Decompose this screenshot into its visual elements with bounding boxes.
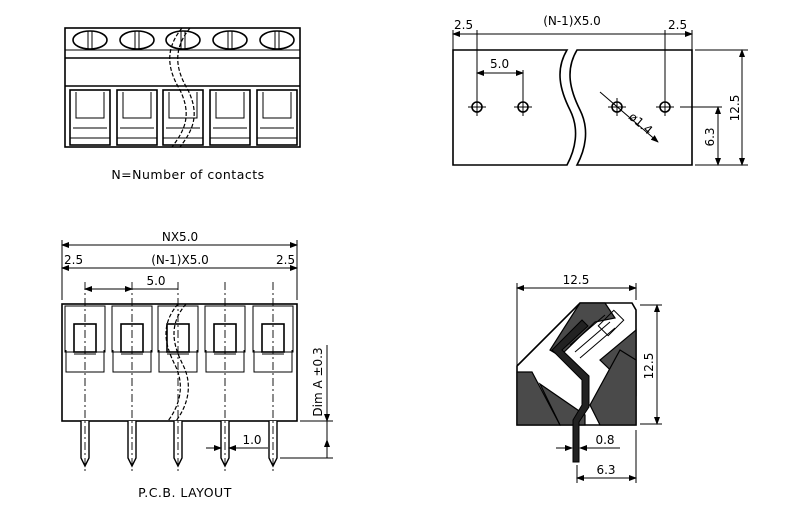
- dim-pin: 1.0: [242, 433, 261, 447]
- dim-left: 2.5: [64, 253, 83, 267]
- pcb-hole-view: 2.5 (N-1)X5.0 2.5 5.0 12.5 6.3 ø1.4: [452, 14, 748, 166]
- dim-pitch: 5.0: [490, 57, 509, 71]
- screw-head: [72, 30, 108, 50]
- dim-height: 12.5: [728, 95, 742, 122]
- dim-hole-diameter: ø1.4: [626, 110, 655, 138]
- screw-head: [212, 30, 248, 50]
- dim-span: (N-1)X5.0: [151, 253, 209, 267]
- wire-entry-slot: [157, 305, 199, 353]
- dim-span: (N-1)X5.0: [543, 14, 601, 28]
- top-view-caption: N=Number of contacts: [111, 167, 264, 182]
- dim-left: 2.5: [454, 18, 473, 32]
- dim-height: 12.5: [642, 353, 656, 380]
- wire-entry-slot: [209, 89, 251, 146]
- dim-total: NX5.0: [162, 230, 198, 244]
- dim-pitch: 5.0: [146, 274, 165, 288]
- dim-hole-row: 6.3: [703, 127, 717, 146]
- screw-head: [259, 30, 295, 50]
- screw-head: [119, 30, 155, 50]
- side-view: 12.5 12.5 0.8 6.3: [516, 273, 662, 483]
- wire-entry-slot: [204, 305, 246, 353]
- wire-entry-slot: [69, 89, 111, 146]
- wire-entry-slot: [64, 305, 106, 353]
- dim-pin: 0.8: [595, 433, 614, 447]
- dim-a: Dim A ±0.3: [311, 347, 325, 416]
- dim-right: 2.5: [668, 18, 687, 32]
- wire-entry-slot: [256, 89, 298, 146]
- wire-entry-slot: [252, 305, 294, 353]
- dim-right: 2.5: [276, 253, 295, 267]
- front-view-caption: P.C.B. LAYOUT: [138, 485, 232, 500]
- top-view: N=Number of contacts: [64, 27, 301, 182]
- wire-entry-slot: [116, 89, 158, 146]
- wire-entry-slot: [111, 305, 153, 353]
- front-view: NX5.0 2.5 (N-1)X5.0 2.5 5.0 Dim A ±0.3 1…: [61, 230, 333, 500]
- screw-head: [165, 30, 201, 50]
- wire-entry-slot: [162, 89, 204, 146]
- dim-width: 12.5: [563, 273, 590, 287]
- dim-pin-offset: 6.3: [596, 463, 615, 477]
